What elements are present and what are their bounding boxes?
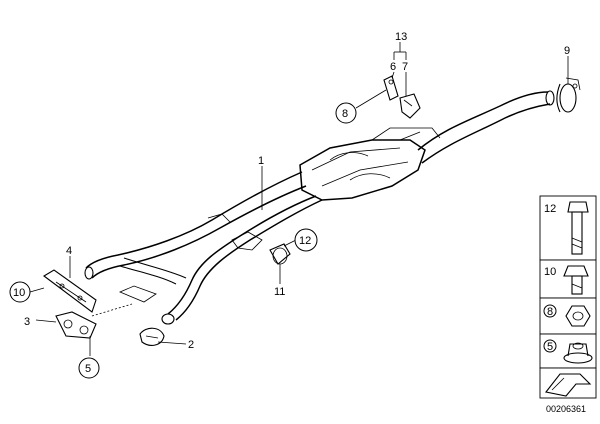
rubber-mount [269,243,291,265]
document-number: 00206361 [546,404,586,414]
short-bolt-icon [563,265,589,295]
callout-11: 11 [274,286,285,298]
small-clamp [139,327,165,346]
panel-label-8: 8 [547,306,553,318]
rubber-hanger [55,311,97,339]
callout-1: 1 [258,155,264,167]
callout-4: 4 [66,245,72,257]
callout-13: 13 [395,31,407,43]
panel-label-5: 5 [547,341,553,353]
pipe-clamp [556,77,581,113]
long-bolt-icon [567,201,589,255]
callout-3: 3 [24,316,30,328]
panel-label-12: 12 [544,203,556,215]
callout-9: 9 [564,45,570,57]
callout-7: 7 [402,61,408,73]
callout-8: 8 [342,108,348,120]
leader-lines [29,42,569,356]
exhaust-pipe-assembly [84,90,555,325]
callout-10: 10 [13,287,25,299]
hanger-bracket-13 [383,75,421,119]
fastener-side-panel: 12 10 8 5 [539,195,597,399]
callout-12: 12 [299,235,311,247]
heat-shield-symbol-icon [545,373,592,397]
callout-5: 5 [85,363,91,375]
callout-2: 2 [188,339,194,351]
heat-shield-bracket [43,269,97,313]
hex-nut-icon [565,305,591,327]
callout-6: 6 [390,61,396,73]
panel-label-10: 10 [544,266,556,278]
flange-nut-icon [563,342,593,364]
